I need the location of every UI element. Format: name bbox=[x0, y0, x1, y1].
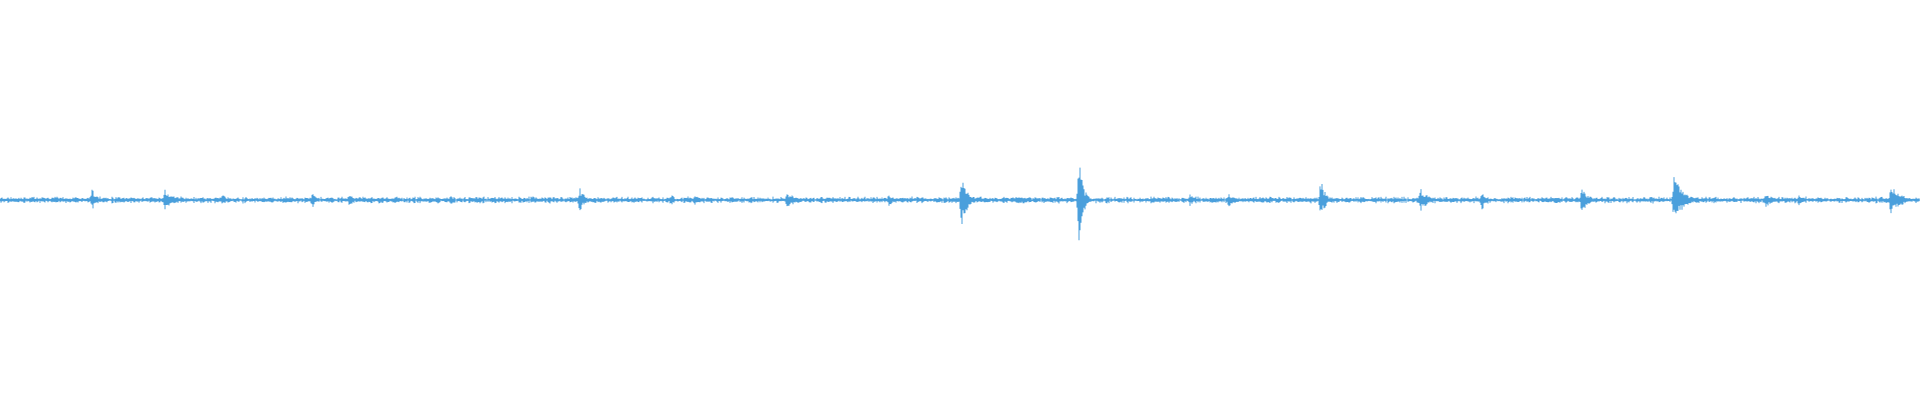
waveform-trace bbox=[0, 167, 1920, 241]
